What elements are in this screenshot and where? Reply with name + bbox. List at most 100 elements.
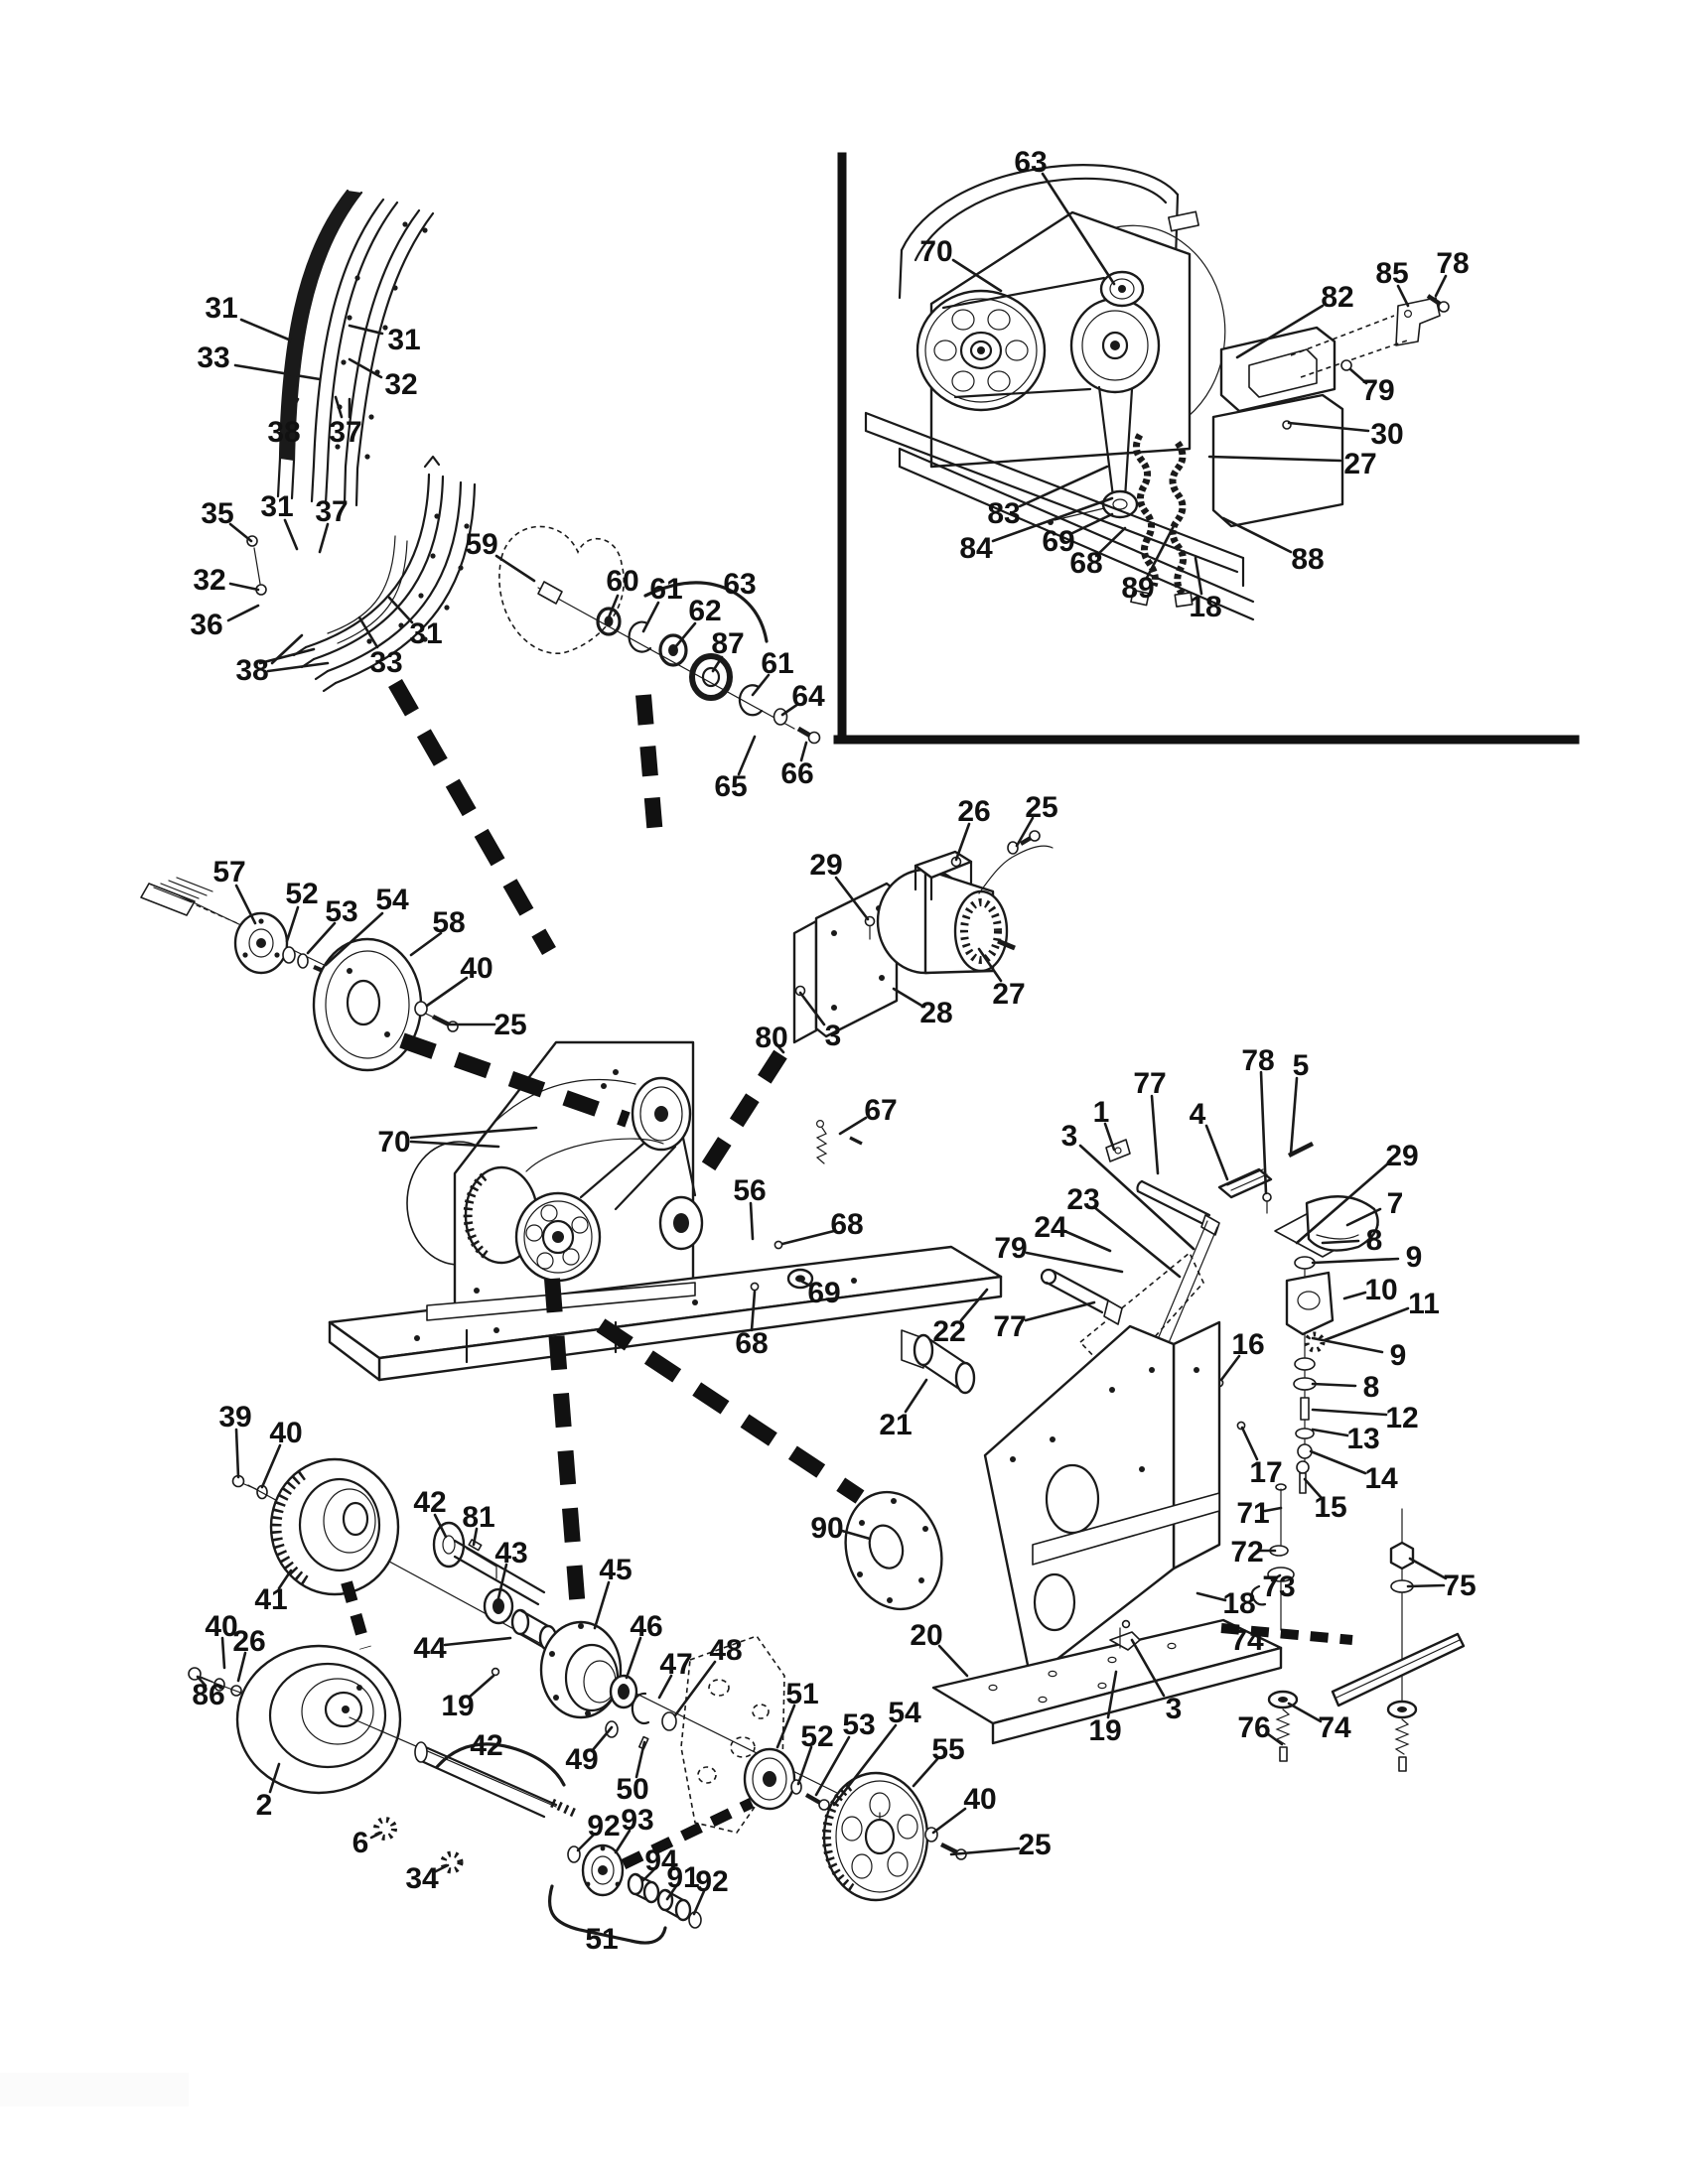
leader-line: [1150, 1094, 1160, 1175]
part-number-label: 52: [285, 878, 318, 910]
part-number-label: 26: [232, 1625, 265, 1658]
leader-line: [590, 1725, 614, 1753]
part-number-label: 27: [992, 978, 1025, 1011]
leader-line: [348, 357, 383, 379]
leader-line: [409, 1126, 538, 1140]
leader-line: [1289, 1076, 1299, 1156]
leader-line: [780, 702, 800, 717]
part-number-label: 31: [387, 324, 420, 356]
bracket-42-callout-curve: [435, 1742, 566, 1787]
leader-line: [1196, 1591, 1227, 1602]
leader-line: [1309, 1449, 1367, 1475]
part-number-label: 10: [1364, 1274, 1397, 1306]
inset-border: [833, 152, 1580, 745]
leader-line: [1106, 1670, 1118, 1719]
part-number-label: 59: [465, 528, 497, 561]
part-number-label: 13: [1346, 1423, 1379, 1455]
main-frame-assembly: [328, 1040, 1003, 1382]
part-number-label: 4: [1190, 1098, 1206, 1131]
part-number-label: 68: [830, 1208, 863, 1241]
leader-line: [1263, 1506, 1283, 1513]
leader-line: [1434, 274, 1448, 298]
leader-line: [226, 604, 260, 622]
leader-line: [236, 1651, 247, 1683]
leader-line: [1068, 512, 1114, 536]
part-number-label: 56: [733, 1174, 766, 1207]
leader-line: [1311, 1408, 1388, 1417]
assembly-flow-bar: [341, 1580, 371, 1650]
leader-line: [409, 1140, 500, 1149]
leader-line: [774, 1042, 785, 1054]
wheel-and-axle-group: [231, 1457, 558, 1677]
leader-line: [834, 876, 870, 921]
part-number-label: 84: [959, 532, 993, 565]
part-number-label: 53: [842, 1708, 875, 1741]
leader-line: [443, 1636, 512, 1647]
leader-line: [348, 324, 384, 336]
part-number-label: 28: [919, 997, 952, 1029]
leader-line: [1311, 1428, 1349, 1437]
leader-line: [1015, 816, 1035, 848]
leader-line: [1235, 304, 1325, 359]
part-number-label: 40: [205, 1610, 237, 1643]
part-number-label: 78: [1241, 1044, 1274, 1077]
leader-line: [277, 1569, 293, 1590]
part-number-label: 54: [375, 884, 409, 916]
leader-line: [1321, 1239, 1360, 1245]
leader-line: [306, 921, 337, 955]
part-number-label: 68: [1069, 547, 1102, 580]
part-number-label: 92: [587, 1810, 620, 1843]
leader-line: [1396, 284, 1410, 308]
part-number-label: 16: [1231, 1328, 1264, 1361]
part-number-label: 79: [994, 1232, 1027, 1265]
part-number-label: 63: [723, 568, 756, 601]
leader-line: [1041, 172, 1116, 286]
leader-line: [1092, 1205, 1182, 1279]
part-number-label: 8: [1363, 1371, 1380, 1404]
part-number-label: 44: [413, 1632, 447, 1665]
leader-line: [1406, 1583, 1446, 1588]
leader-line: [357, 615, 379, 649]
part-number-label: 3: [1061, 1120, 1078, 1153]
part-number-label: 35: [201, 497, 233, 530]
leader-line: [1219, 1354, 1241, 1382]
leader-line: [1408, 1557, 1448, 1580]
leader-line: [607, 594, 620, 619]
part-number-label: 12: [1385, 1402, 1418, 1434]
part-number-label: 80: [755, 1022, 787, 1054]
part-number-label: 18: [1222, 1587, 1255, 1620]
strip-bolt: [246, 535, 267, 596]
leader-line: [409, 931, 443, 957]
part-number-label: 53: [325, 895, 357, 928]
part-number-label: 27: [1343, 448, 1376, 480]
leader-line: [283, 518, 299, 551]
spring-67: [815, 1119, 828, 1164]
leader-line: [1303, 1477, 1323, 1499]
leader-line: [1311, 1257, 1400, 1265]
part-number-label: 40: [460, 952, 492, 985]
part-number-label: 55: [931, 1733, 964, 1766]
part-number-label: 91: [666, 1861, 699, 1894]
leader-line: [800, 1280, 814, 1289]
leader-line: [593, 1580, 611, 1630]
leader-line: [258, 647, 316, 665]
leader-line: [1221, 516, 1293, 554]
part-number-label: 29: [809, 849, 842, 882]
friction-disc-group: [188, 1644, 576, 1874]
leader-line: [472, 1527, 479, 1547]
part-number-label: 77: [1133, 1067, 1166, 1100]
part-number-label: 37: [315, 495, 348, 528]
part-number-label: 38: [267, 416, 300, 449]
leader-line: [228, 582, 260, 592]
part-number-label: 94: [644, 1844, 678, 1877]
leader-line: [641, 601, 660, 633]
part-number-label: 40: [963, 1783, 996, 1816]
part-number-label: 70: [919, 235, 952, 268]
leader-line: [1342, 1291, 1367, 1300]
part-number-label: 42: [413, 1486, 446, 1519]
leader-line: [1345, 1207, 1382, 1227]
part-number-label: 60: [606, 565, 638, 598]
part-number-label: 19: [1088, 1714, 1121, 1747]
